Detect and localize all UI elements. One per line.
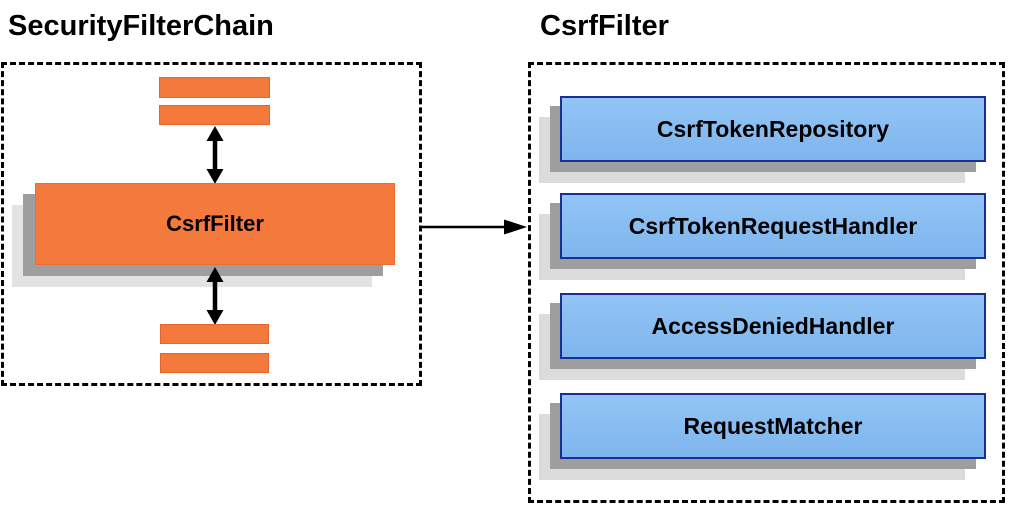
component-box-csrf-token-request-handler: CsrfTokenRequestHandler	[560, 193, 986, 259]
filter-placeholder-bar	[159, 77, 270, 98]
filter-placeholder-bar	[160, 353, 269, 373]
bidirectional-arrow-icon	[206, 267, 224, 325]
flow-arrow-icon	[422, 219, 527, 235]
csrf-filter-components-container	[528, 62, 1005, 503]
component-box-request-matcher: RequestMatcher	[560, 393, 986, 459]
filter-placeholder-bar	[160, 324, 269, 344]
component-box-access-denied-handler: AccessDeniedHandler	[560, 293, 986, 359]
csrf-filter-title: CsrfFilter	[540, 10, 669, 42]
security-filter-chain-title: SecurityFilterChain	[8, 10, 274, 42]
csrf-filter-box: CsrfFilter	[35, 183, 395, 265]
filter-placeholder-bar	[159, 105, 270, 125]
security-filter-chain-container	[1, 62, 422, 386]
component-box-csrf-token-repository: CsrfTokenRepository	[560, 96, 986, 162]
bidirectional-arrow-icon	[206, 126, 224, 184]
